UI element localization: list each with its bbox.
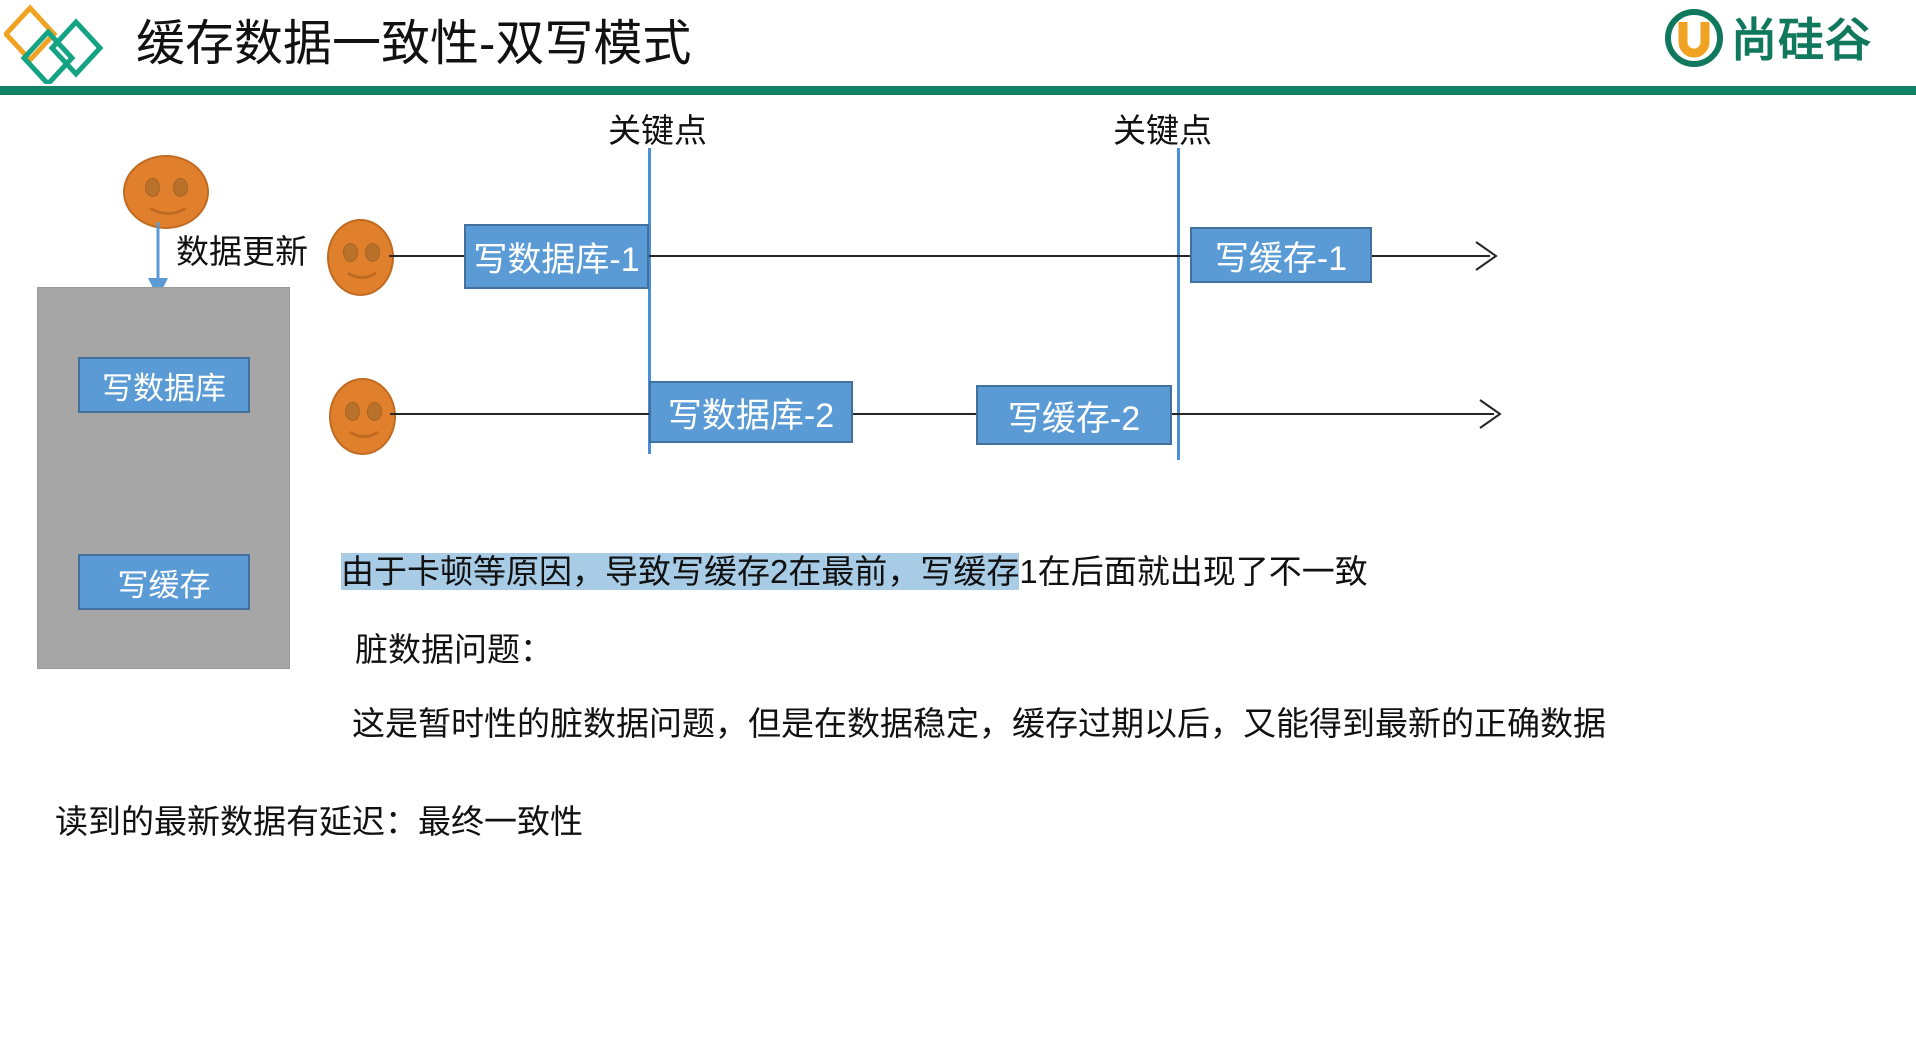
atguigu-u-icon (1665, 8, 1723, 72)
panel-item-write-db[interactable]: 写数据库 (78, 357, 250, 413)
keypoint-line-1 (648, 148, 651, 454)
slide-header: 缓存数据一致性-双写模式 尚硅谷 (0, 0, 1916, 95)
row2-line-a (390, 413, 649, 415)
note-line-1-highlight: 由于卡顿等原因，导致写缓存2在最前，写缓存 (341, 553, 1020, 590)
data-update-label: 数据更新 (176, 233, 308, 270)
row1-step-write-db-1[interactable]: 写数据库-1 (464, 224, 649, 289)
page-title: 缓存数据一致性-双写模式 (136, 17, 692, 71)
brand-name: 尚硅谷 (1731, 14, 1872, 66)
row2-step-write-cache-2[interactable]: 写缓存-2 (976, 385, 1172, 445)
keypoint-label-2: 关键点 (1113, 112, 1212, 149)
user-face-row1 (327, 219, 394, 296)
row1-end-arrow (1372, 241, 1498, 271)
row2-step-write-db-2[interactable]: 写数据库-2 (649, 381, 853, 443)
panel-item-write-cache[interactable]: 写缓存 (78, 554, 250, 610)
local-service-panel (37, 287, 290, 669)
brand-logo: 尚硅谷 (1665, 8, 1872, 72)
row1-step-write-cache-1[interactable]: 写缓存-1 (1190, 227, 1372, 283)
note-line-4: 读到的最新数据有延迟：最终一致性 (55, 803, 583, 840)
row1-line-a (389, 255, 464, 257)
user-face-panel (123, 155, 209, 229)
keypoint-label-1: 关键点 (608, 112, 707, 149)
note-line-3: 这是暂时性的脏数据问题，但是在数据稳定，缓存过期以后，又能得到最新的正确数据 (352, 705, 1606, 742)
note-line-1: 由于卡顿等原因，导致写缓存2在最前，写缓存1在后面就出现了不一致 (341, 550, 1368, 594)
row2-line-b (853, 413, 976, 415)
header-divider (0, 86, 1916, 95)
row2-end-arrow (1172, 399, 1502, 429)
row1-line-b (649, 255, 1190, 257)
keypoint-line-2 (1177, 148, 1180, 460)
user-face-row2 (329, 378, 396, 455)
note-line-2: 脏数据问题： (355, 631, 553, 668)
diamond-logo-icon (2, 4, 106, 88)
note-line-1-rest: 1在后面就出现了不一致 (1019, 553, 1368, 590)
